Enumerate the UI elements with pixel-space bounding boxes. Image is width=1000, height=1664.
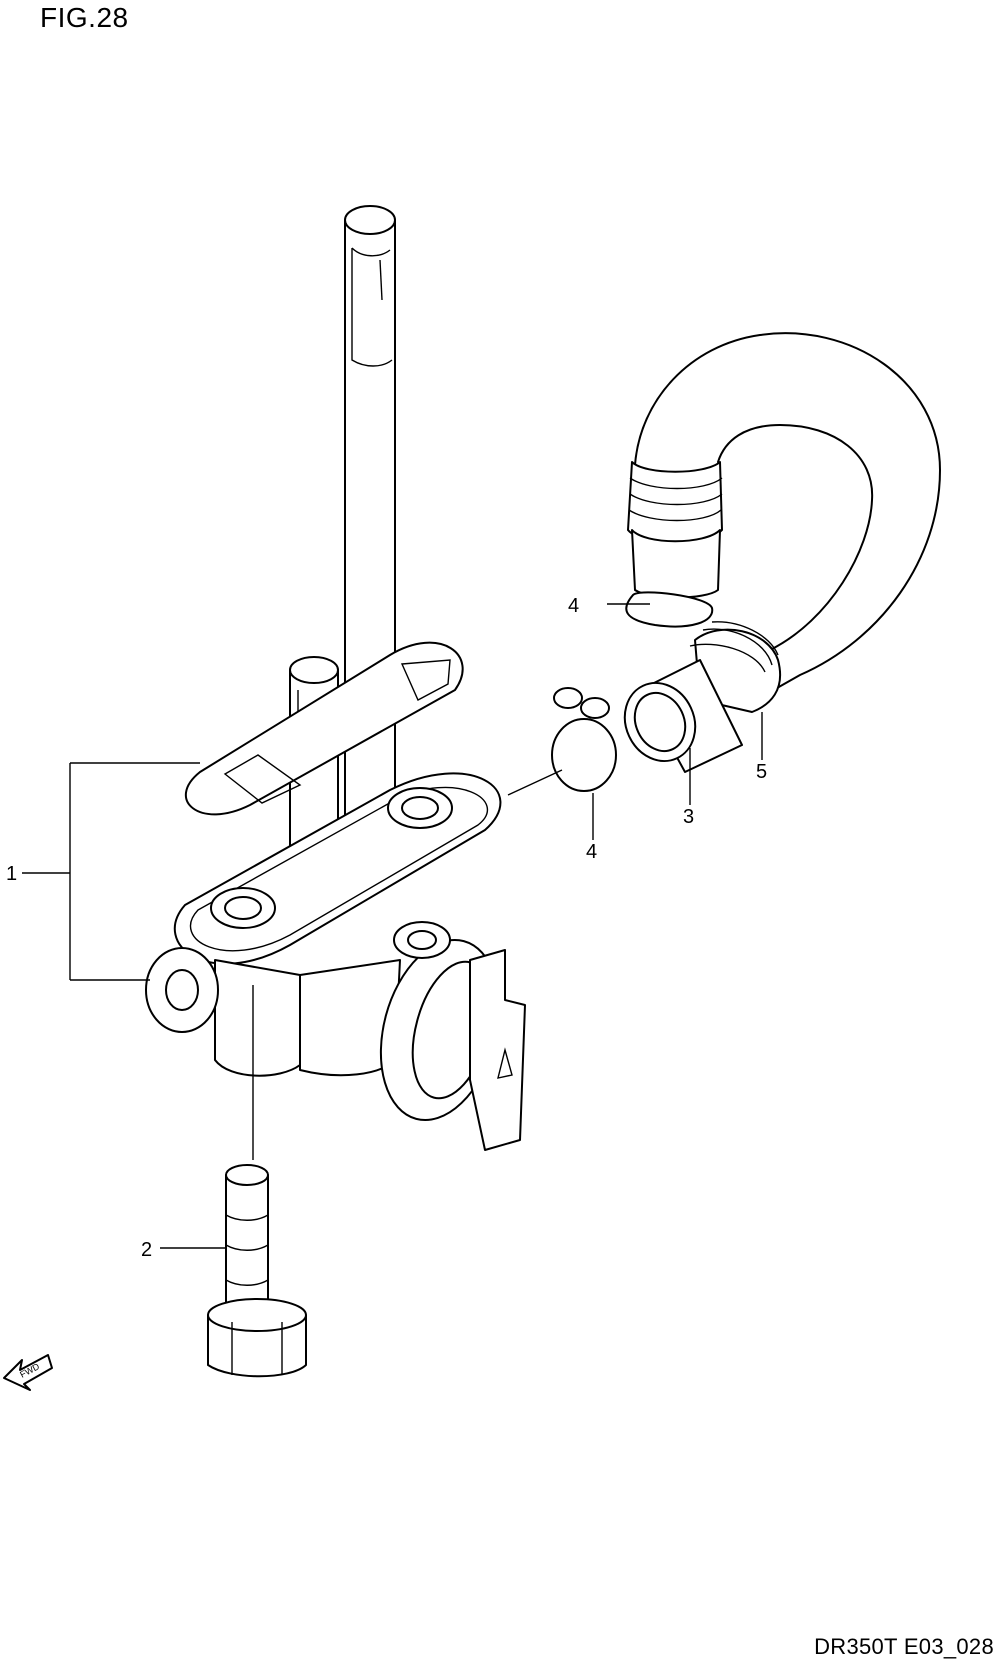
callout-5: 5	[756, 761, 767, 783]
figure-code: DR350T E03_028	[814, 1634, 994, 1659]
fuel-pipe	[623, 659, 743, 773]
strainer-plate	[184, 641, 464, 816]
intake-tube	[344, 205, 396, 871]
fuel-hose	[627, 332, 941, 713]
leader-lines	[22, 603, 763, 1249]
callout-4-oring: 4	[586, 841, 597, 863]
callout-1: 1	[6, 863, 17, 885]
callout-3: 3	[683, 806, 694, 828]
o-ring-filter	[551, 687, 617, 792]
callout-2: 2	[141, 1239, 152, 1261]
figure-title: FIG.28	[40, 2, 129, 33]
mounting-bolt	[207, 1164, 307, 1378]
fwd-arrow-icon: FWD	[3, 1354, 53, 1391]
fuel-cock-body	[145, 772, 526, 1151]
callout-4-clamp: 4	[568, 595, 579, 617]
hose-clamp	[625, 591, 714, 628]
